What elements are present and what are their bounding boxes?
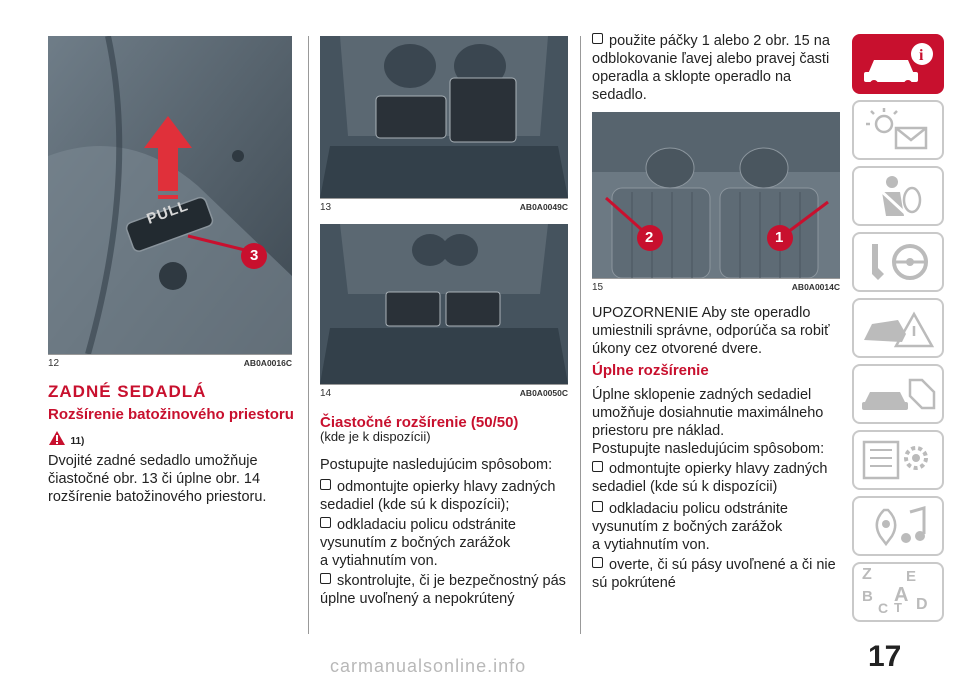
full-extension-paragraph: Úplne sklopenie zadných sedadiel umožňuj…	[592, 387, 825, 457]
partial-extension-heading: Čiastočné rozšírenie (50/50)	[320, 414, 519, 431]
step-item: odkladaciu policu odstránite vysunutím z…	[592, 501, 788, 553]
step-item: odmontujte opierky hlavy zadných sedadie…	[320, 479, 556, 513]
full-extension-heading: Úplne rozšírenie	[592, 362, 709, 379]
callout-2: 2	[645, 229, 654, 246]
tab-maintenance[interactable]	[852, 364, 944, 424]
callout-3: 3	[250, 247, 259, 264]
index-icon: Z E B A C D T	[862, 566, 928, 616]
figure-number: 15	[592, 282, 604, 293]
tab-emergency[interactable]	[852, 298, 944, 358]
checkbox-bullet-icon	[592, 501, 603, 512]
figure-14-caption: 14 AB0A0050C	[320, 384, 568, 399]
figure-code: AB0A0016C	[243, 358, 292, 368]
gear-icon	[862, 440, 928, 480]
figure-number: 12	[48, 358, 60, 369]
text-line: rozšírenie batožinového priestoru.	[48, 489, 267, 505]
watermark: carmanualsonline.info	[330, 656, 527, 676]
subsection-heading: Rozšírenie batožinového priestoru	[48, 406, 294, 423]
column-divider	[308, 36, 309, 634]
tab-warning-lights[interactable]	[852, 100, 944, 160]
checkbox-bullet-icon	[592, 557, 603, 568]
text-line: Dvojité zadné sedadlo umožňuje	[48, 453, 258, 469]
figure-code: AB0A0014C	[791, 282, 840, 292]
step-item: overte, či sú pásy uvoľnené a či nie sú …	[592, 557, 836, 591]
step-item: odkladaciu policu odstránite vysunutím z…	[320, 517, 516, 569]
figure-code: AB0A0049C	[519, 202, 568, 212]
checkbox-bullet-icon	[592, 33, 603, 44]
figure-14-full-fold	[320, 224, 568, 384]
partial-extension-note: (kde je k dispozícii)	[320, 429, 431, 444]
safety-icon	[878, 176, 922, 216]
step-item: skontrolujte, či je bezpečnostný pás úpl…	[320, 573, 566, 607]
figure-number: 14	[320, 388, 332, 399]
warning-ref-number: 11)	[70, 436, 85, 447]
figure-number: 13	[320, 202, 332, 213]
tab-car-info[interactable]: i	[852, 34, 944, 94]
tab-multimedia[interactable]	[852, 496, 944, 556]
warning-triangle-icon	[49, 431, 65, 445]
step-item: použite páčky 1 alebo 2 obr. 15 na odblo…	[592, 33, 830, 103]
svg-text:i: i	[919, 47, 924, 64]
figure-12-pull-lever: PULL 3	[48, 36, 292, 354]
procedure-intro: Postupujte nasledujúcim spôsobom:	[320, 457, 553, 473]
tab-index[interactable]: Z E B A C D T	[852, 562, 944, 622]
emergency-icon	[864, 311, 935, 348]
warning-reference: 11)	[48, 430, 84, 449]
figure-13-caption: 13 AB0A0049C	[320, 198, 568, 213]
figure-12-caption: 12 AB0A0016C	[48, 354, 292, 369]
callout-1: 1	[775, 229, 784, 246]
checkbox-bullet-icon	[592, 461, 603, 472]
figure-15-seat-levers: 2 1	[592, 112, 840, 278]
multimedia-icon	[875, 506, 926, 547]
section-heading: ZADNÉ SEDADLÁ	[48, 382, 207, 401]
figure-15-caption: 15 AB0A0014C	[592, 278, 840, 293]
car-info-icon: i	[864, 43, 933, 88]
tab-safety[interactable]	[852, 166, 944, 226]
checkbox-bullet-icon	[320, 479, 331, 490]
checkbox-bullet-icon	[320, 517, 331, 528]
checkbox-bullet-icon	[320, 573, 331, 584]
tab-settings[interactable]	[852, 430, 944, 490]
figure-13-partial-fold	[320, 36, 568, 198]
text-line: čiastočné obr. 13 či úplne obr. 14	[48, 471, 261, 487]
starting-driving-icon	[872, 244, 928, 280]
column-divider	[580, 36, 581, 634]
page-number: 17	[868, 640, 902, 673]
warning-lights-icon	[866, 108, 928, 150]
figure-code: AB0A0050C	[519, 388, 568, 398]
intro-paragraph: Dvojité zadné sedadlo umožňuje čiastočné…	[48, 452, 266, 506]
tab-starting-driving[interactable]	[852, 232, 944, 292]
warning-note: UPOZORNENIE Aby ste operadlo umiestnili …	[592, 305, 830, 357]
step-item: odmontujte opierky hlavy zadných sedadie…	[592, 461, 828, 495]
maintenance-icon	[862, 378, 936, 410]
